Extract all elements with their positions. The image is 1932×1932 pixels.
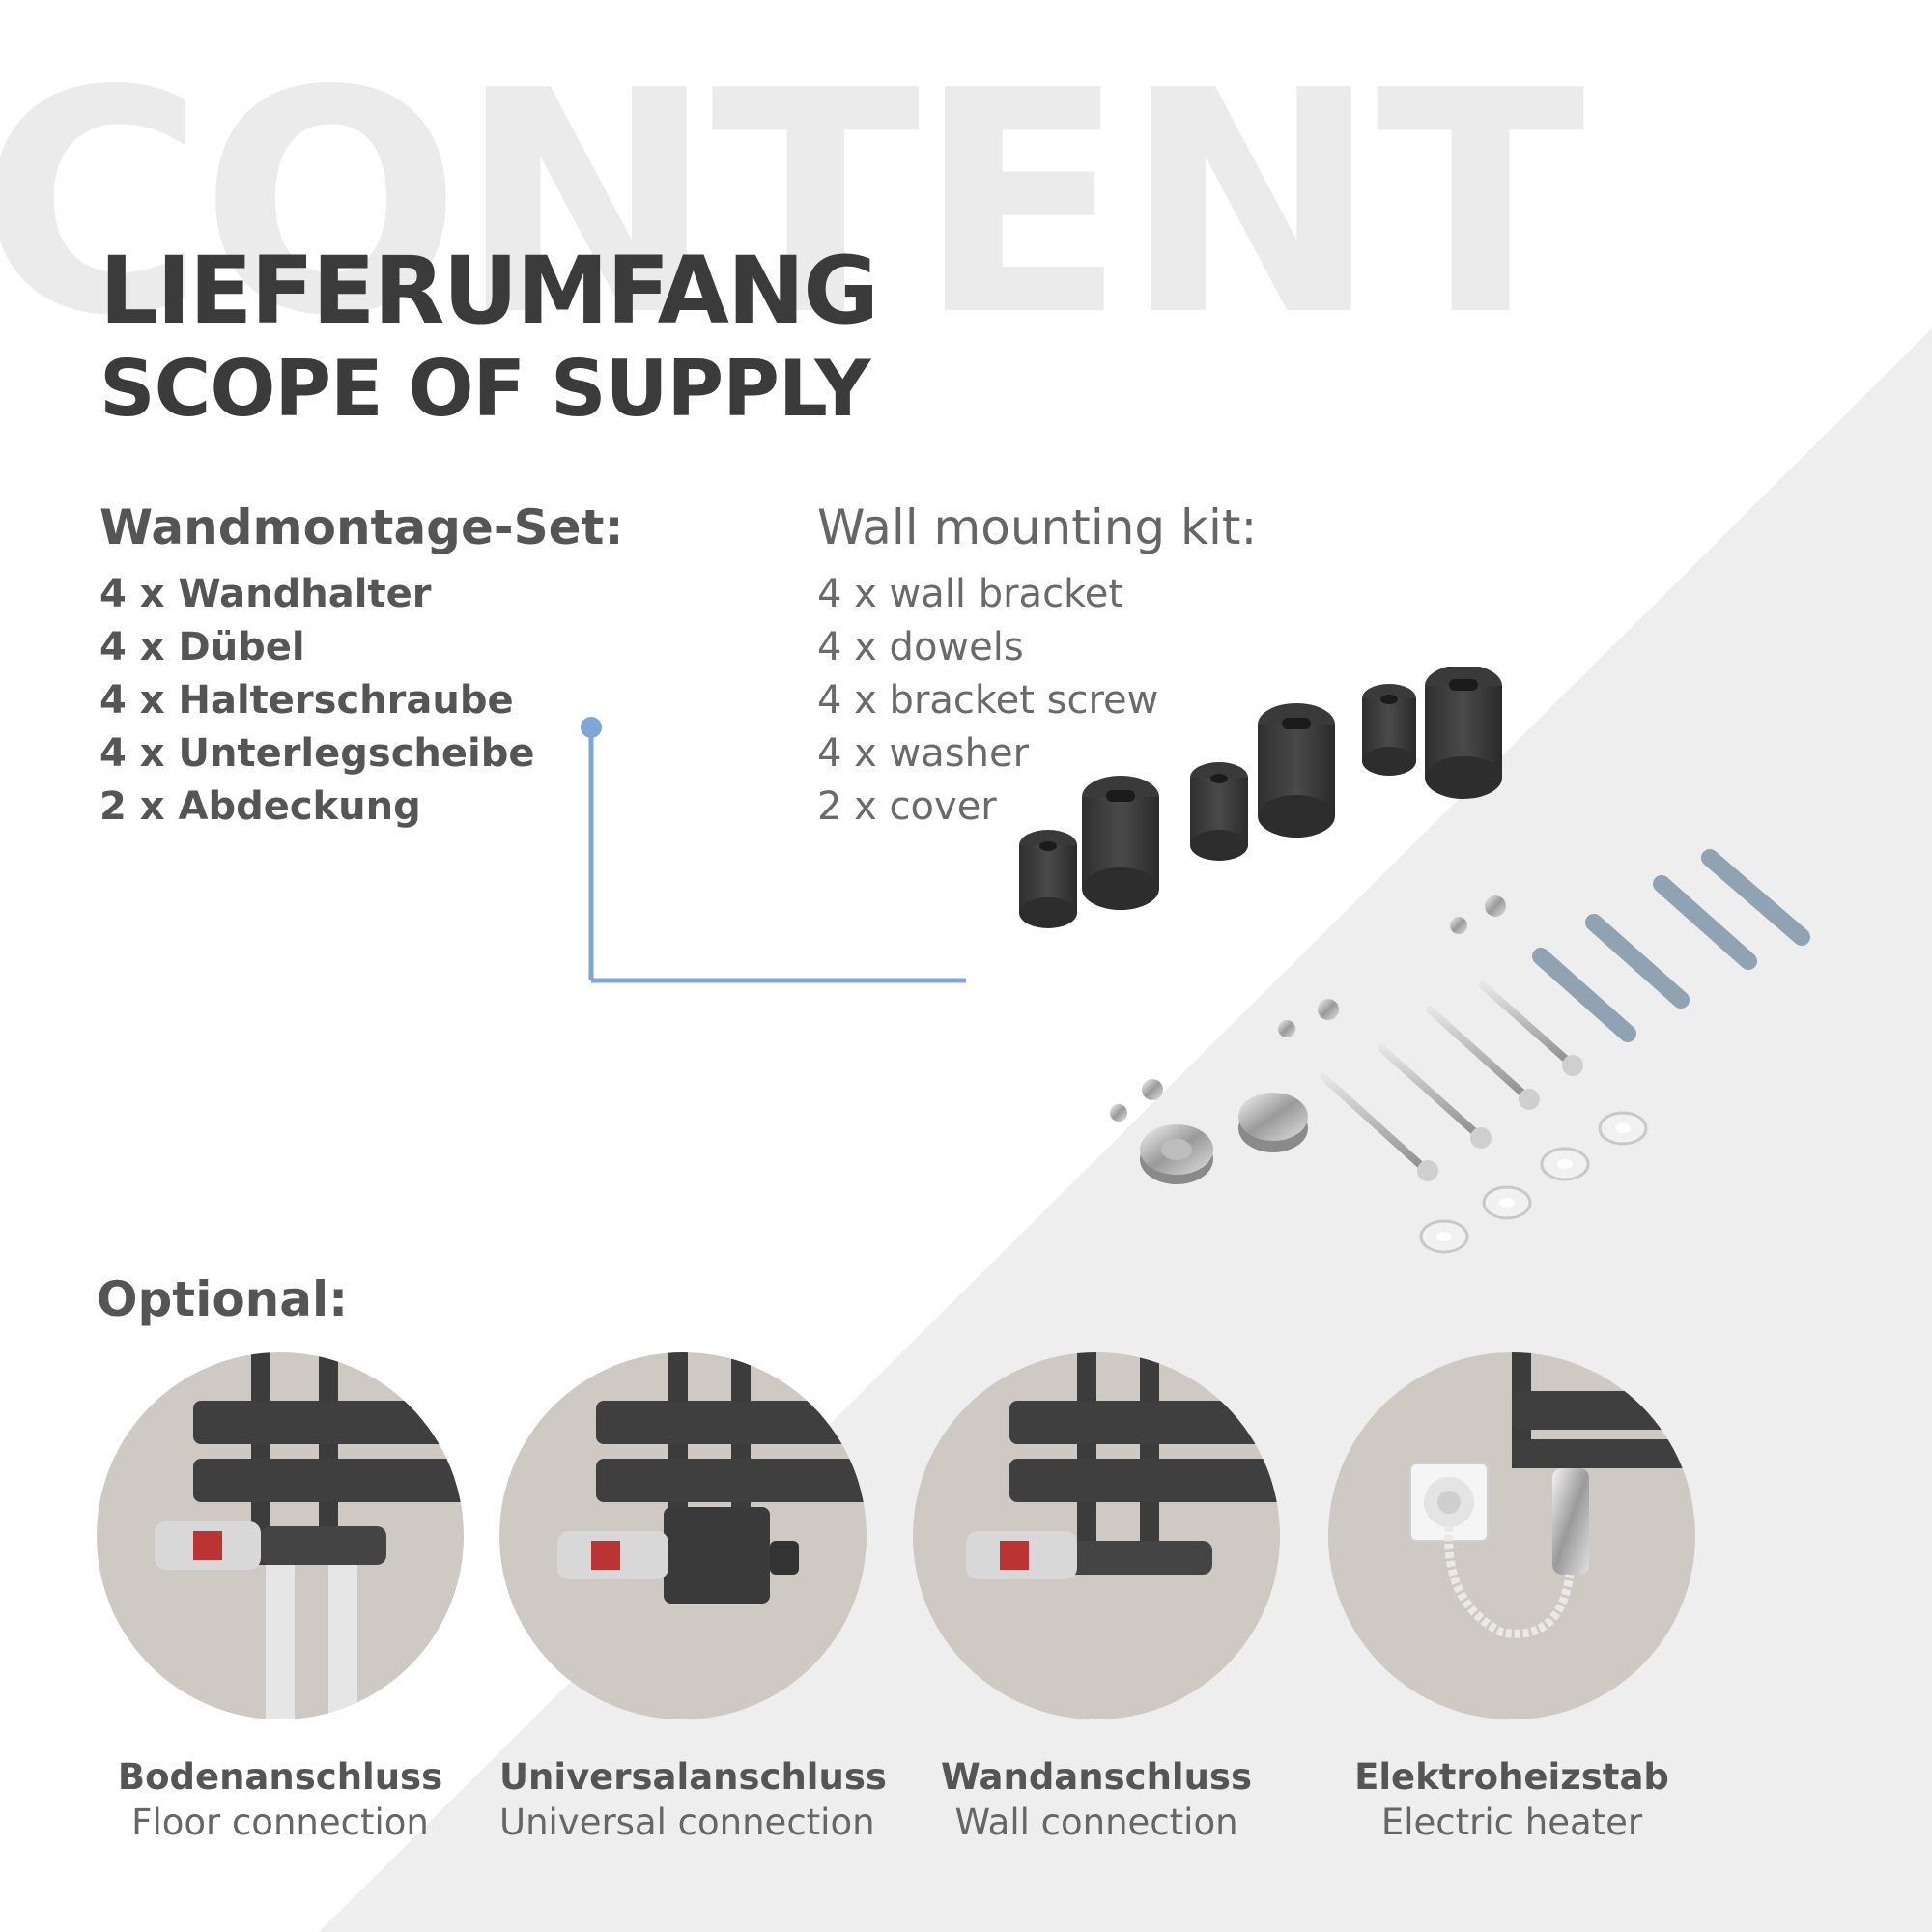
wall-bracket-icon	[1362, 684, 1416, 776]
option-title-en: Floor connection	[131, 1802, 429, 1843]
wall-bracket-icon	[1258, 703, 1335, 838]
list-item: 4 x dowels	[817, 625, 1024, 669]
option-title-de: Elektroheizstab	[1354, 1756, 1669, 1798]
wall-kit-list-en: Wall mounting kit: 4 x wall bracket 4 x …	[817, 498, 1257, 834]
list-item: 4 x Dübel	[99, 625, 305, 669]
list-item: 4 x Wandhalter	[99, 572, 432, 616]
chrome-cover-icon	[1140, 1124, 1213, 1184]
floor-connection-image	[97, 1352, 464, 1719]
optional-heading: Optional:	[97, 1271, 349, 1327]
page-title: LIEFERUMFANG	[99, 237, 879, 345]
option-floor-connection: Bodenanschluss Floor connection	[97, 1352, 464, 1843]
universal-connection-image	[499, 1352, 867, 1719]
wall-kit-heading-en: Wall mounting kit:	[817, 499, 1258, 555]
wall-bracket-icon	[1190, 762, 1248, 861]
option-electric-heater: Elektroheizstab Electric heater	[1328, 1352, 1695, 1843]
list-item: 4 x washer	[817, 731, 1030, 776]
option-title-de: Wandanschluss	[941, 1756, 1252, 1798]
wall-kit-list-de: Wandmontage-Set: 4 x Wandhalter 4 x Dübe…	[99, 498, 623, 834]
option-title-de: Universalanschluss	[499, 1756, 887, 1798]
wall-connection-image	[913, 1352, 1280, 1719]
option-title-en: Electric heater	[1380, 1802, 1643, 1843]
bracket-screw-icon	[1320, 981, 1574, 1173]
list-item: 2 x cover	[817, 784, 997, 829]
list-item: 4 x Halterschraube	[99, 678, 514, 723]
page-subtitle: SCOPE OF SUPPLY	[99, 344, 870, 434]
washer-icon	[1419, 1111, 1648, 1254]
wall-kit-heading-de: Wandmontage-Set:	[99, 499, 624, 555]
option-title-en: Universal connection	[499, 1802, 875, 1843]
set-screw-icon	[1110, 895, 1506, 1122]
dowel-icon	[1532, 849, 1810, 1042]
screw-head-icon	[1417, 1055, 1583, 1181]
option-wall-connection: Wandanschluss Wall connection	[913, 1352, 1280, 1843]
list-item: 4 x bracket screw	[817, 678, 1159, 723]
connector-line	[581, 717, 966, 983]
option-title-de: Bodenanschluss	[117, 1756, 443, 1798]
list-item: 2 x Abdeckung	[99, 784, 421, 829]
electric-heater-image	[1328, 1352, 1695, 1719]
wall-bracket-icon	[1082, 776, 1159, 910]
chrome-cover-icon	[1238, 1093, 1308, 1152]
list-item: 4 x wall bracket	[817, 572, 1124, 616]
wall-bracket-icon	[1019, 830, 1077, 928]
mounting-parts-image	[1019, 667, 1810, 1254]
list-item: 4 x Unterlegscheibe	[99, 731, 535, 776]
wall-bracket-icon	[1425, 667, 1502, 799]
watermark-text: CONTENT	[0, 25, 1585, 383]
option-title-en: Wall connection	[954, 1802, 1238, 1843]
option-universal-connection: Universalanschluss Universal connection	[499, 1352, 887, 1843]
